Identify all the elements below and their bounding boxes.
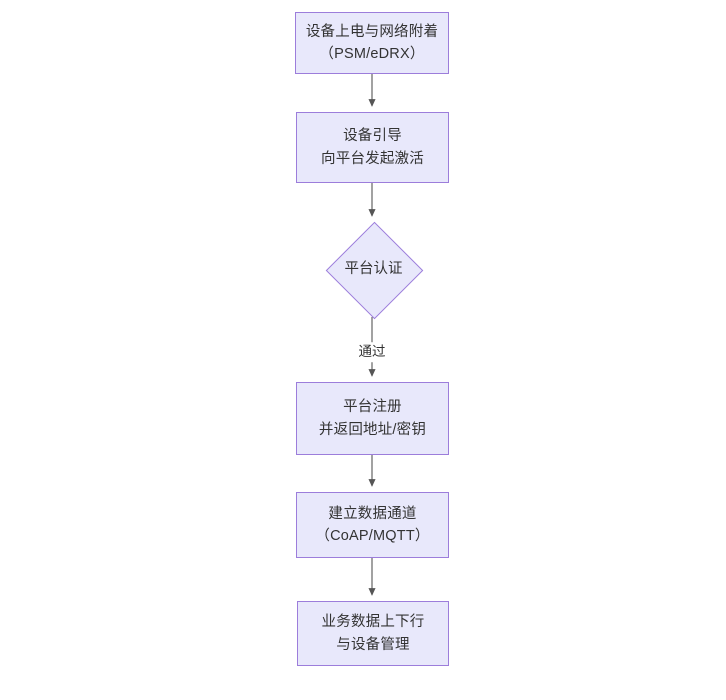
flow-node-label: 设备引导 向平台发起激活 bbox=[321, 128, 424, 167]
edge-label-pass: 通过 bbox=[355, 342, 389, 362]
flow-node-establish-data-channel[interactable]: 建立数据通道 （CoAP/MQTT） bbox=[296, 492, 449, 558]
flow-node-platform-authentication[interactable]: 平台认证 bbox=[325, 221, 424, 320]
flow-node-platform-registration[interactable]: 平台注册 并返回地址/密钥 bbox=[296, 382, 449, 455]
flow-node-label: 建立数据通道 （CoAP/MQTT） bbox=[315, 505, 430, 544]
flow-node-business-data-and-device-management[interactable]: 业务数据上下行 与设备管理 bbox=[297, 601, 449, 666]
flow-node-label: 平台认证 bbox=[344, 261, 403, 278]
flow-node-device-bootstrap[interactable]: 设备引导 向平台发起激活 bbox=[296, 112, 449, 183]
flow-node-label: 平台注册 并返回地址/密钥 bbox=[318, 399, 427, 438]
flow-node-label: 设备上电与网络附着 （PSM/eDRX） bbox=[305, 23, 439, 62]
edge-label-text: 通过 bbox=[358, 344, 386, 360]
flow-node-device-power-on[interactable]: 设备上电与网络附着 （PSM/eDRX） bbox=[295, 12, 449, 74]
flow-node-label: 业务数据上下行 与设备管理 bbox=[321, 614, 425, 653]
